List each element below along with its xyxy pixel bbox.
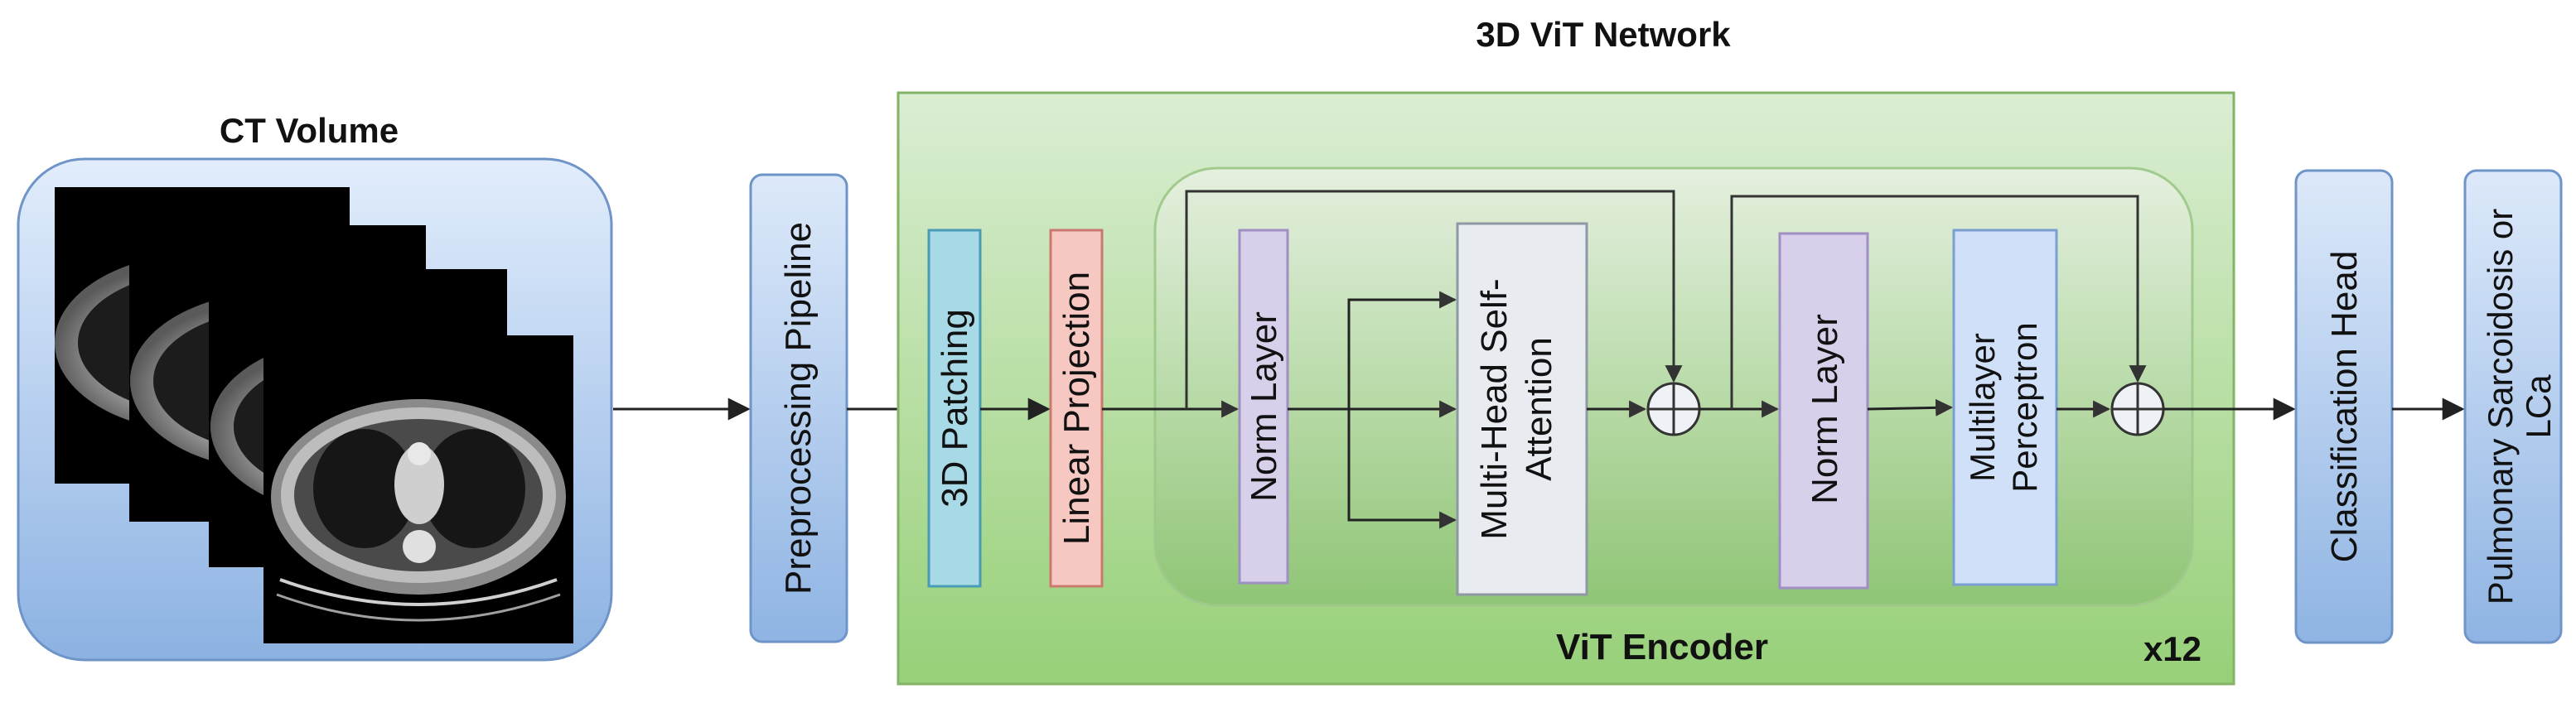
preprocessing-label: Preprocessing Pipeline: [778, 222, 819, 595]
ct-slice-stack: [55, 187, 573, 643]
residual-connection-2: [1730, 195, 2147, 409]
arrow-norm1-to-mhsa-query: [1347, 291, 1457, 409]
mlp-label-line1: Multilayer: [1963, 333, 2002, 482]
mlp-label-line2: Perceptron: [2005, 322, 2044, 492]
output-block: [2463, 169, 2563, 644]
norm-layer-1-label: Norm Layer: [1244, 311, 1284, 502]
output-label-line1: Pulmonary Sarcoidosis or: [2481, 209, 2520, 605]
linear-projection-block: [1049, 229, 1104, 588]
arrow-norm1-to-mhsa-key: [1347, 409, 1457, 529]
mhsa-label-line2: Attention: [1519, 337, 1559, 481]
mhsa-label-line1: Multi-Head Self-: [1474, 278, 1515, 539]
norm-layer-2-label: Norm Layer: [1805, 314, 1845, 504]
norm-layer-2: [1778, 232, 1869, 590]
classification-head-label: Classification Head: [2324, 251, 2365, 563]
network-title: 3D ViT Network: [1476, 15, 1731, 54]
ct-volume-label: CT Volume: [220, 111, 399, 150]
ct-slice-4: [263, 335, 573, 643]
vit-encoder-label: ViT Encoder: [1556, 627, 1768, 667]
add-node-1: [1646, 382, 1701, 436]
output-label-line2: LCa: [2519, 374, 2558, 439]
mlp-block: [1952, 229, 2058, 586]
norm-layer-1: [1238, 229, 1289, 585]
linear-projection-label: Linear Projection: [1056, 272, 1097, 545]
patching-block: [927, 229, 982, 588]
classification-head-block: [2294, 169, 2394, 644]
encoder-repeat-label: x12: [2143, 629, 2201, 668]
add-node-2: [2110, 382, 2165, 436]
residual-connection-1: [1185, 190, 1683, 409]
patching-label: 3D Patching: [935, 309, 975, 508]
arrow-norm2-to-mlp: [1867, 398, 1954, 417]
mhsa-block: [1456, 222, 1588, 596]
